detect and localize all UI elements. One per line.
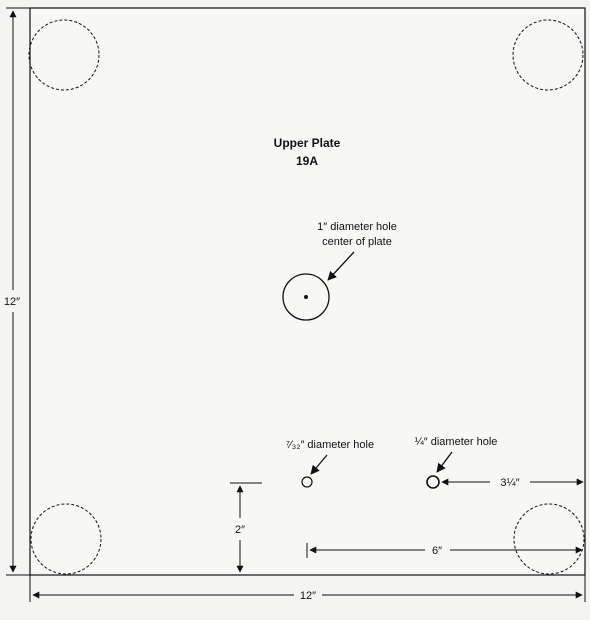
center-mark (304, 295, 308, 299)
plate-part-number: 19A (296, 154, 318, 168)
corner-circle-top-right (512, 19, 584, 91)
center-hole (282, 273, 330, 321)
corner-circle-bottom-left (30, 503, 102, 575)
dim-6in: 6″ (432, 545, 442, 557)
dim-height: 12″ (4, 296, 20, 308)
corner-circle-bottom-right (513, 503, 585, 575)
plate-title: Upper Plate (274, 136, 341, 150)
center-hole-label-line2: center of plate (322, 236, 392, 248)
small-hole-label: ⁷⁄₃₂″ diameter hole (286, 439, 374, 451)
small-hole (301, 476, 313, 488)
center-hole-leader (327, 251, 355, 281)
dim-width: 12″ (300, 590, 316, 602)
plate-outline (29, 7, 586, 576)
dim-right-offset: 3¼″ (500, 477, 519, 489)
quarter-hole (426, 475, 440, 489)
corner-circle-top-left (28, 19, 100, 91)
small-hole-leader (310, 454, 328, 475)
center-hole-label-line1: 1″ diameter hole (317, 221, 397, 233)
dim-2in: 2″ (235, 524, 245, 536)
quarter-hole-leader (436, 451, 453, 473)
quarter-hole-label: ¼″ diameter hole (415, 436, 498, 448)
